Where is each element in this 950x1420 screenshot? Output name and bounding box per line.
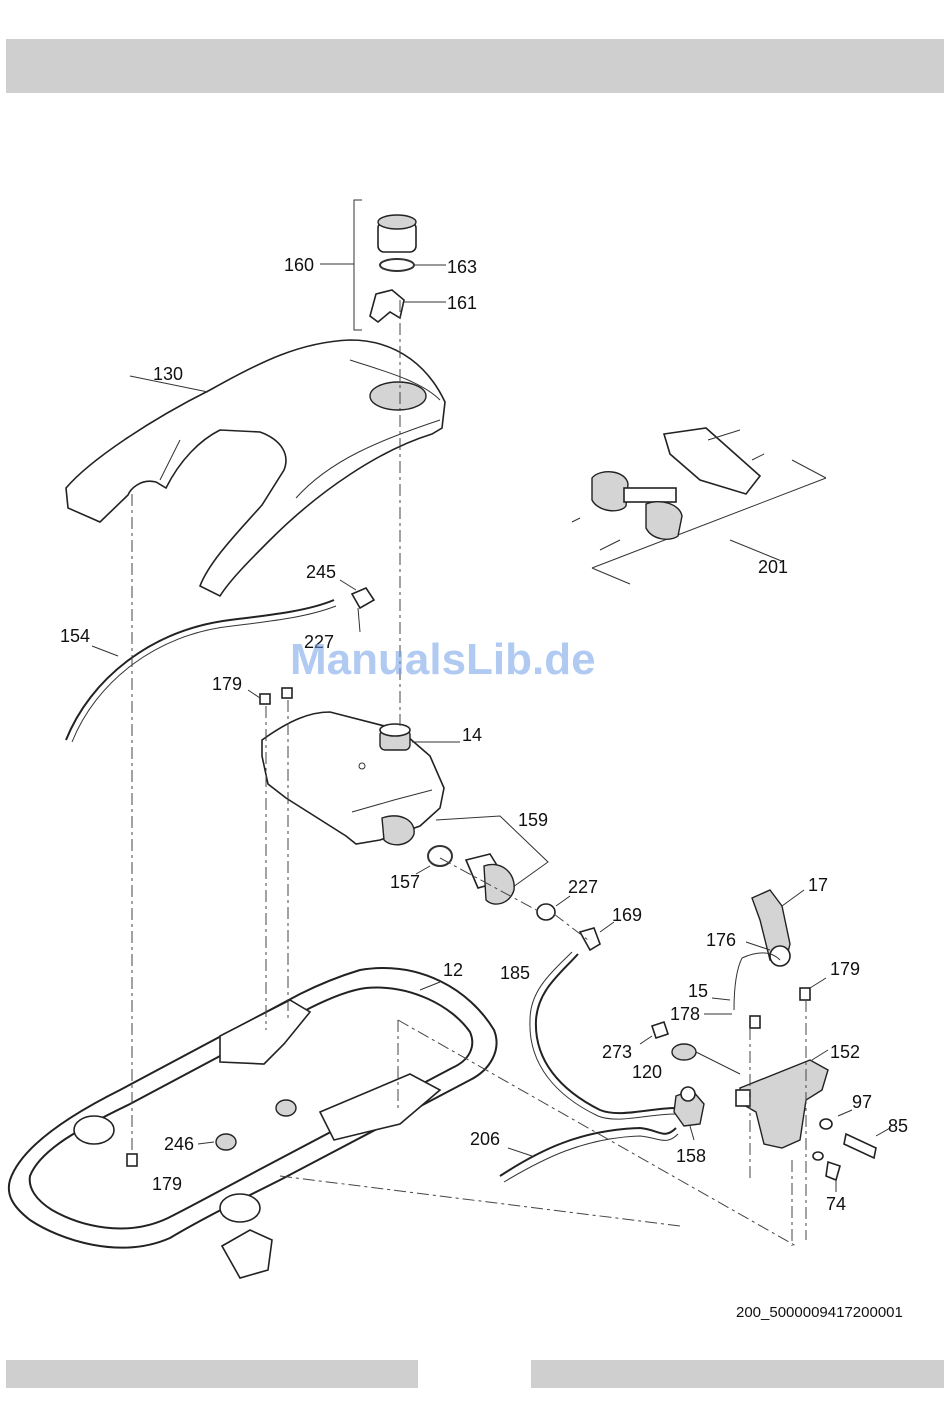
watermark-text: ManualsLib.de: [290, 635, 596, 684]
label-185: 185: [500, 963, 530, 983]
fuel-cap-assembly: [320, 200, 446, 330]
bolt-179-lower: [127, 1154, 137, 1166]
drawing-reference: 200_5000009417200001: [736, 1304, 903, 1321]
hose-clamp-246: [198, 1100, 296, 1150]
label-160: 160: [284, 255, 314, 275]
bolt-179-pair: [248, 688, 292, 704]
label-159: 159: [518, 810, 548, 830]
label-179-upper: 179: [212, 674, 242, 694]
label-179-lower: 179: [152, 1174, 182, 1194]
label-158: 158: [676, 1146, 706, 1166]
fuel-tank: [262, 712, 460, 845]
label-245: 245: [306, 562, 336, 582]
fuel-hose-206: [500, 1128, 678, 1182]
fuel-valve: [674, 1087, 704, 1140]
label-120: 120: [632, 1062, 662, 1082]
label-15: 15: [688, 981, 708, 1001]
label-97: 97: [852, 1092, 872, 1112]
tank-cover: [66, 340, 445, 596]
label-163: 163: [447, 257, 477, 277]
label-74: 74: [826, 1194, 846, 1214]
throttle-lever: [704, 890, 826, 1014]
label-227-lower: 227: [568, 877, 598, 897]
label-152: 152: [830, 1042, 860, 1062]
label-14: 14: [462, 725, 482, 745]
label-179-right: 179: [830, 959, 860, 979]
label-130: 130: [153, 364, 183, 384]
label-85: 85: [888, 1116, 908, 1136]
label-169: 169: [612, 905, 642, 925]
label-157: 157: [390, 872, 420, 892]
label-246: 246: [164, 1134, 194, 1154]
label-176: 176: [706, 930, 736, 950]
fitting-245: [340, 580, 374, 632]
label-154: 154: [60, 626, 90, 646]
label-12: 12: [443, 960, 463, 980]
label-161: 161: [447, 293, 477, 313]
frame: [9, 968, 497, 1278]
label-273: 273: [602, 1042, 632, 1062]
fuel-hose-185: [530, 952, 676, 1119]
label-17: 17: [808, 875, 828, 895]
label-201: 201: [758, 557, 788, 577]
label-206: 206: [470, 1129, 500, 1149]
label-178: 178: [670, 1004, 700, 1024]
